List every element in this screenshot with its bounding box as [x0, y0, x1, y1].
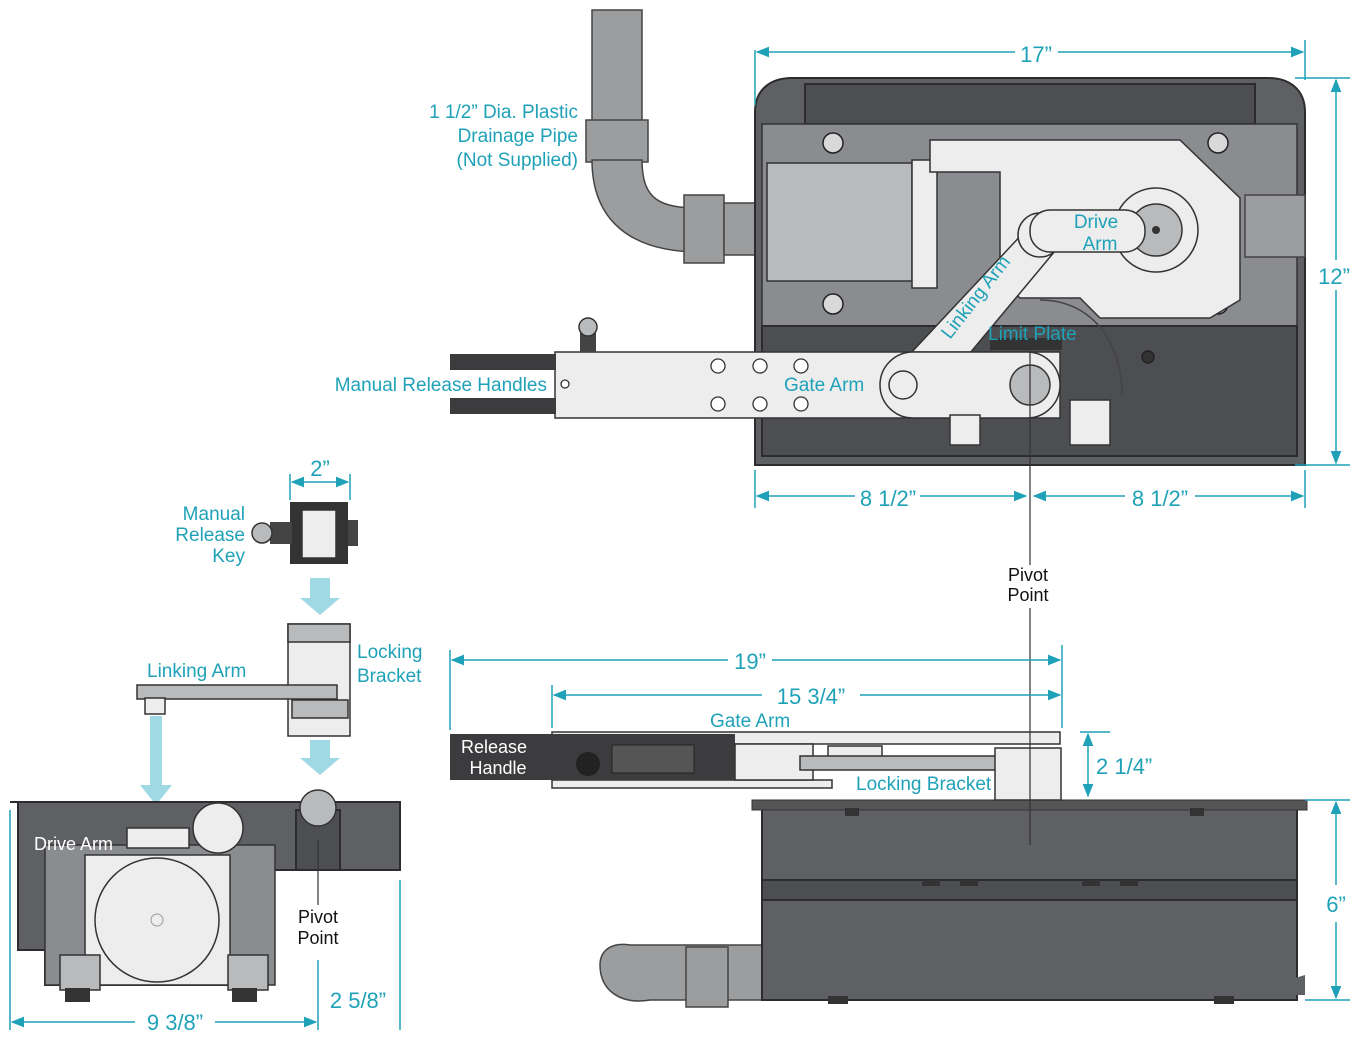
key-label-3: Key [212, 546, 245, 567]
exploded-view [136, 474, 358, 805]
dim-top-height: 12” [1318, 264, 1350, 289]
limit-plate-arc [1039, 299, 1123, 396]
drainage-pipe-side [599, 943, 766, 1008]
linking-arm-side-label: Linking Arm [147, 661, 246, 682]
linking-arm-side [136, 684, 338, 700]
drive-arm-side-label: Drive Arm [34, 834, 113, 854]
dim-arm-length: 15 3/4” [777, 684, 846, 709]
text-labels: 1 1/2” Dia. Plastic Drainage Pipe (Not S… [34, 42, 1350, 1035]
top-dimensions [754, 40, 1350, 565]
motor-top [766, 162, 913, 282]
pivot-end-label-2: Point [297, 928, 338, 948]
pivot-top-label-1: Pivot [1008, 565, 1048, 585]
locking-bracket-side-label: Locking Bracket [856, 774, 992, 795]
pivot-top-label-2: Point [1007, 585, 1048, 605]
manual-release-key[interactable] [251, 502, 358, 564]
dim-end-offset: 2 5/8” [330, 988, 386, 1013]
end-dimensions [9, 810, 401, 1030]
limit-plate-label: Limit Plate [988, 324, 1077, 345]
locking-bracket-side [287, 623, 351, 737]
drainage-pipe-top [585, 9, 757, 264]
gate-arm-side-label: Gate Arm [710, 711, 790, 732]
end-view [10, 789, 401, 1002]
side-view [450, 608, 1308, 1008]
release-handle-label-2: Handle [469, 758, 526, 778]
pipe-label-1: 1 1/2” Dia. Plastic [429, 102, 578, 123]
side-dimensions [449, 645, 1350, 1001]
dim-end-width: 9 3/8” [147, 1010, 203, 1035]
dim-box-height: 6” [1326, 892, 1346, 917]
release-key-top[interactable] [578, 317, 598, 352]
release-handle-2[interactable] [450, 398, 556, 414]
manual-release-handles-label: Manual Release Handles [335, 375, 547, 396]
dim-bracket-height: 2 1/4” [1096, 754, 1152, 779]
dim-half-right: 8 1/2” [1132, 486, 1188, 511]
release-handle-label-1: Release [461, 737, 527, 757]
dim-top-width: 17” [1020, 42, 1052, 67]
drive-arm-label-2: Arm [1083, 234, 1118, 255]
dim-overall-length: 19” [734, 649, 766, 674]
drive-arm-label-1: Drive [1074, 212, 1118, 233]
pipe-label-3: (Not Supplied) [457, 150, 578, 171]
locking-bracket-label-2: Bracket [357, 666, 422, 687]
dim-key-width: 2” [310, 456, 330, 481]
release-handle-1[interactable] [450, 354, 556, 370]
top-view [450, 9, 1306, 466]
dim-half-left: 8 1/2” [860, 486, 916, 511]
key-label-1: Manual [183, 504, 245, 525]
locking-bracket-side-view [994, 747, 1062, 801]
locking-bracket-label-1: Locking [357, 642, 423, 663]
gate-arm-top-label: Gate Arm [784, 375, 864, 396]
pipe-label-2: Drainage Pipe [458, 126, 578, 147]
key-label-2: Release [175, 525, 245, 546]
pivot-end-label-1: Pivot [298, 907, 338, 927]
